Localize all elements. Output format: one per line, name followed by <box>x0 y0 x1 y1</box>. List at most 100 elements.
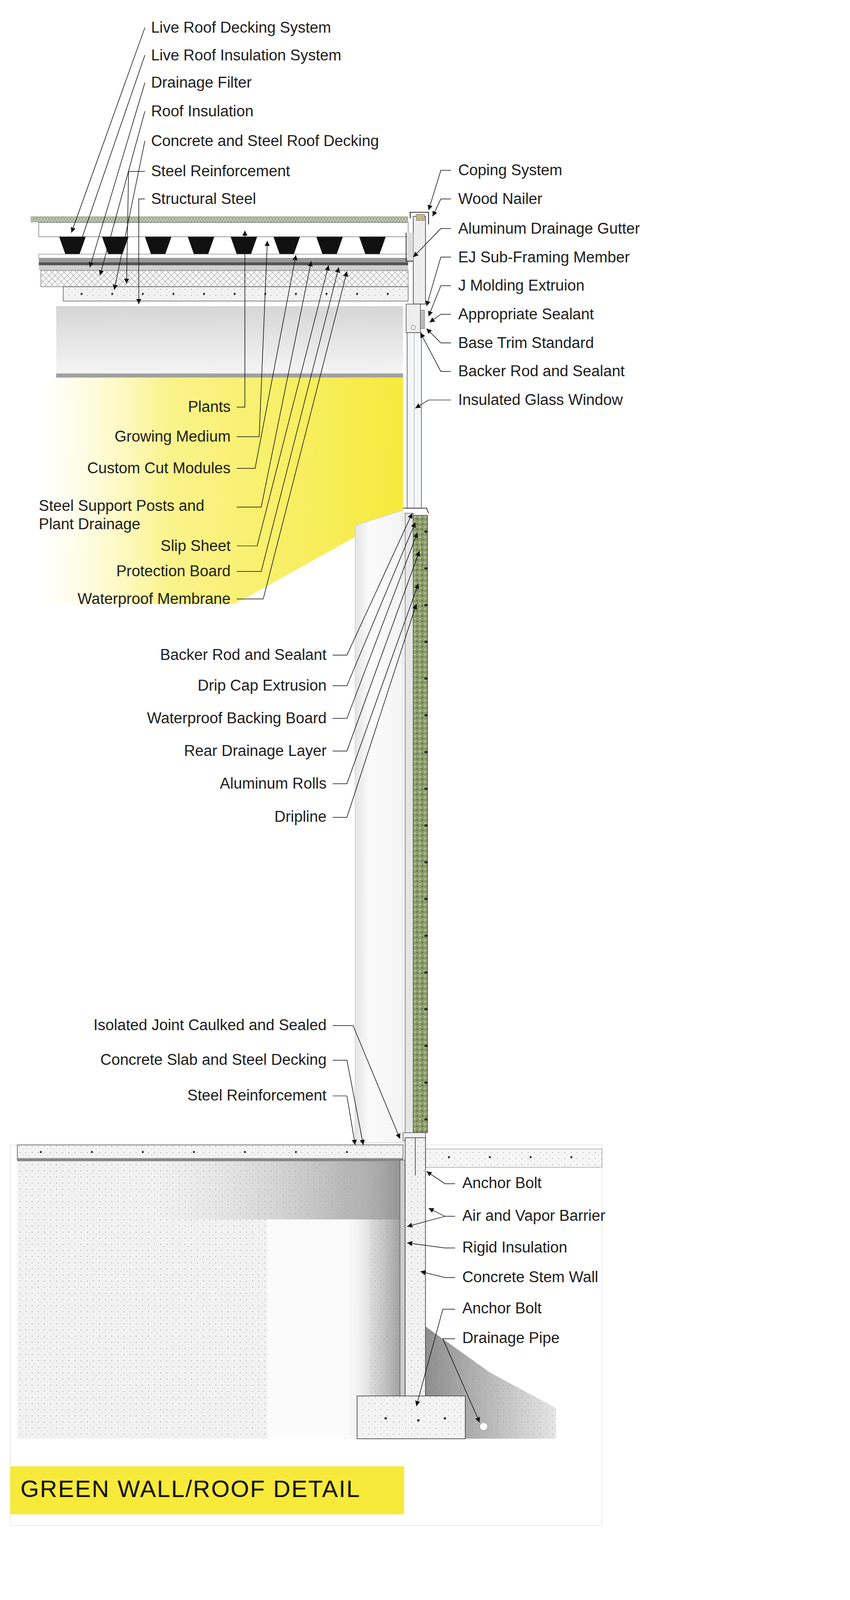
leader-lines <box>426 328 451 344</box>
green-roof-layers <box>230 236 258 255</box>
leader-lines <box>71 27 145 233</box>
foundation <box>529 1156 532 1159</box>
green-roof-layers <box>38 262 409 266</box>
foundation <box>17 1161 404 1440</box>
leader-lines <box>126 171 145 284</box>
leader-lines <box>420 1272 456 1278</box>
callout-label: Backer Rod and Sealant <box>159 645 327 665</box>
leader-lines <box>432 199 451 217</box>
green-roof-layers <box>30 216 409 223</box>
callout-label: Concrete Stem Wall <box>462 1268 599 1287</box>
leader-lines <box>236 267 339 572</box>
light-glow <box>40 377 403 605</box>
callout-label: Coping System <box>458 160 563 180</box>
parapet-and-window <box>406 304 421 333</box>
foundation <box>141 1151 144 1154</box>
foundation <box>10 1145 603 1527</box>
green-wall <box>424 567 428 570</box>
green-roof-layers <box>233 293 236 296</box>
foundation <box>17 1161 404 1440</box>
callout-label: Waterproof Membrane <box>77 589 231 609</box>
green-roof-layers <box>386 293 389 296</box>
leader-lines <box>407 1217 445 1228</box>
parapet-and-window <box>413 216 426 305</box>
leader-lines <box>442 1339 480 1424</box>
green-wall <box>424 531 428 533</box>
callout-label: Aluminum Rolls <box>219 774 327 794</box>
foundation <box>39 1151 42 1154</box>
callout-label: Live Roof Insulation System <box>151 46 342 65</box>
foundation <box>90 1151 93 1154</box>
green-roof-layers <box>294 293 297 296</box>
leader-lines <box>413 228 451 258</box>
callout-label: J Molding Extruion <box>458 276 585 295</box>
green-roof-layers <box>38 254 409 259</box>
foundation <box>425 1149 602 1169</box>
leader-lines <box>332 532 418 719</box>
foundation <box>417 1420 420 1423</box>
parapet-and-window <box>403 212 429 514</box>
leader-lines <box>236 230 245 408</box>
green-roof-layers <box>111 293 114 296</box>
callout-label: Isolated Joint Caulked and Sealed <box>93 1016 327 1035</box>
leader-lines <box>79 54 146 245</box>
callout-label: Rear Drainage Layer <box>183 742 327 761</box>
leader-lines <box>236 271 347 600</box>
green-roof-layers <box>141 293 144 296</box>
callout-label: Steel Support Posts and Plant Drainage <box>38 496 233 534</box>
green-wall <box>413 515 428 1134</box>
title-band <box>10 1467 405 1516</box>
parapet-and-window <box>403 508 429 514</box>
green-roof-layers <box>273 236 301 255</box>
leader-lines <box>332 551 420 752</box>
green-roof-layers <box>359 236 386 255</box>
callout-label: Air and Vapor Barrier <box>462 1207 606 1226</box>
leader-lines <box>426 1171 456 1185</box>
leader-lines <box>428 170 451 211</box>
callout-label: Live Roof Decking System <box>151 18 332 37</box>
callout-label: Drainage Filter <box>151 73 252 92</box>
parapet-and-window <box>416 214 425 221</box>
foundation <box>415 1138 416 1176</box>
leader-lines <box>114 140 146 290</box>
callout-label: Drainage Pipe <box>462 1329 560 1348</box>
parapet-and-window <box>414 332 415 509</box>
green-roof-layers <box>30 216 409 302</box>
green-wall <box>405 513 414 1139</box>
green-roof-layers <box>63 286 409 302</box>
leader-lines <box>89 82 145 268</box>
foundation <box>443 1418 447 1421</box>
green-roof-layers <box>80 293 83 296</box>
parapet-and-window <box>407 232 414 262</box>
leader-lines <box>332 604 417 818</box>
ceiling-beam <box>55 373 403 378</box>
green-wall <box>424 751 428 754</box>
callout-label: Aluminum Drainage Gutter <box>458 219 640 238</box>
leader-lines <box>332 1096 356 1146</box>
green-wall <box>424 1008 428 1011</box>
green-roof-layers <box>203 293 206 296</box>
leader-lines <box>407 1243 456 1249</box>
green-wall <box>424 640 428 643</box>
leader-lines <box>236 255 296 469</box>
callout-label: Backer Rod and Sealant <box>458 362 625 381</box>
green-wall <box>424 1118 428 1121</box>
green-roof-layers <box>316 236 344 255</box>
green-wall <box>424 971 428 974</box>
callout-label: Wood Nailer <box>458 189 543 209</box>
callout-label: Slip Sheet <box>160 536 231 556</box>
callout-label: Anchor Bolt <box>462 1299 542 1319</box>
ceiling-beam <box>55 306 403 378</box>
leader-lines <box>332 1026 401 1140</box>
foundation <box>192 1151 195 1154</box>
callout-label: Steel Reinforcement <box>151 161 291 181</box>
foundation <box>425 1149 602 1169</box>
green-wall <box>424 788 428 791</box>
parapet-and-window <box>407 332 422 509</box>
leader-lines <box>420 332 452 372</box>
callout-label: Concrete and Steel Roof Decking <box>151 131 379 151</box>
foundation <box>405 1138 426 1399</box>
leader-lines <box>71 27 480 1424</box>
